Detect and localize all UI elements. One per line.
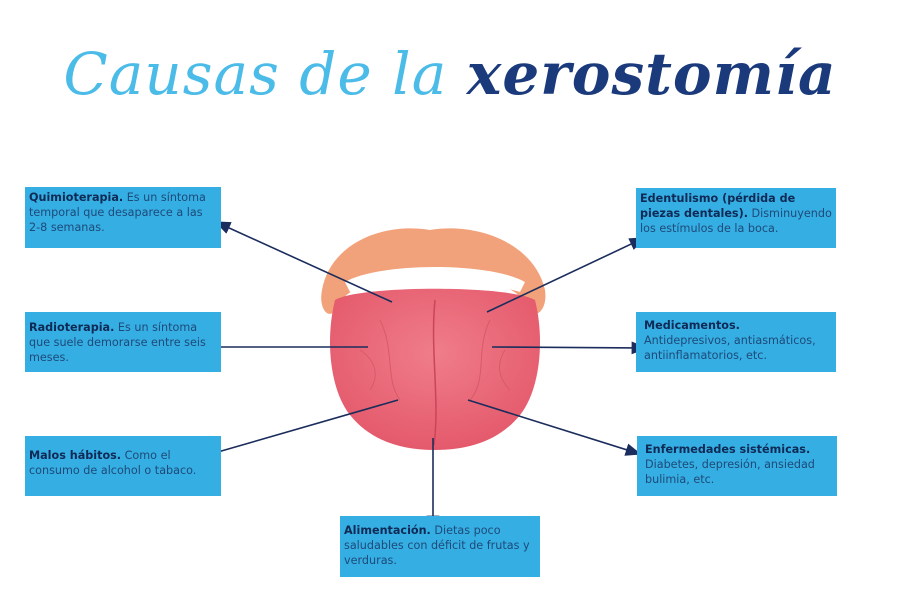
cause-text: Antidepresivos, antiasmáticos, antiinfla… [644, 334, 816, 362]
cause-title: Alimentación. [344, 524, 431, 537]
cause-text: Es un síntoma que suele demorarse entre … [29, 321, 206, 364]
cause-malos-habitos: Malos hábitos. Como el consumo de alcoho… [25, 436, 221, 496]
cause-text: Disminuyendo los estímulos de la boca. [640, 207, 832, 235]
title: Causas de la xerostomía [0, 40, 900, 108]
cause-title: Radioterapia. [29, 321, 115, 334]
title-part2: xerostomía [466, 40, 837, 108]
cause-text: Como el consumo de alcohol o tabaco. [29, 449, 197, 477]
cause-quimioterapia: Quimioterapia. Es un síntoma temporal qu… [25, 187, 221, 248]
arrow-malos-habitos [202, 399, 399, 459]
cause-edentulismo: Edentulismo (pérdida de piezas dentales)… [636, 188, 836, 248]
cause-title: Medicamentos. [644, 319, 740, 332]
cause-title: Edentulismo (pérdida de piezas dentales)… [640, 192, 796, 220]
arrow-enfermedades [467, 399, 642, 456]
cause-title: Malos hábitos. [29, 449, 122, 462]
cause-enfermedades: Enfermedades sistémicas. Diabetes, depre… [637, 436, 837, 496]
teeth [345, 267, 525, 292]
arrow-quimioterapia [214, 221, 393, 303]
cause-text: Diabetes, depresión, ansiedad bulimia, e… [645, 458, 815, 486]
cause-title: Quimioterapia. [29, 191, 124, 204]
cause-text: Dietas poco saludables con déficit de fr… [344, 524, 530, 567]
title-part1: Causas de la [63, 40, 448, 108]
cause-medicamentos: Medicamentos. Antidepresivos, antiasmáti… [636, 312, 836, 372]
arrows [202, 221, 648, 532]
cause-alimentacion: Alimentación. Dietas poco saludables con… [340, 516, 540, 577]
arrow-medicamentos [491, 341, 648, 355]
cause-text: Es un síntoma temporal que desaparece a … [29, 191, 206, 234]
cause-title: Enfermedades sistémicas. [645, 443, 811, 456]
cause-radioterapia: Radioterapia. Es un síntoma que suele de… [25, 312, 221, 372]
arrow-edentulismo [486, 237, 646, 313]
